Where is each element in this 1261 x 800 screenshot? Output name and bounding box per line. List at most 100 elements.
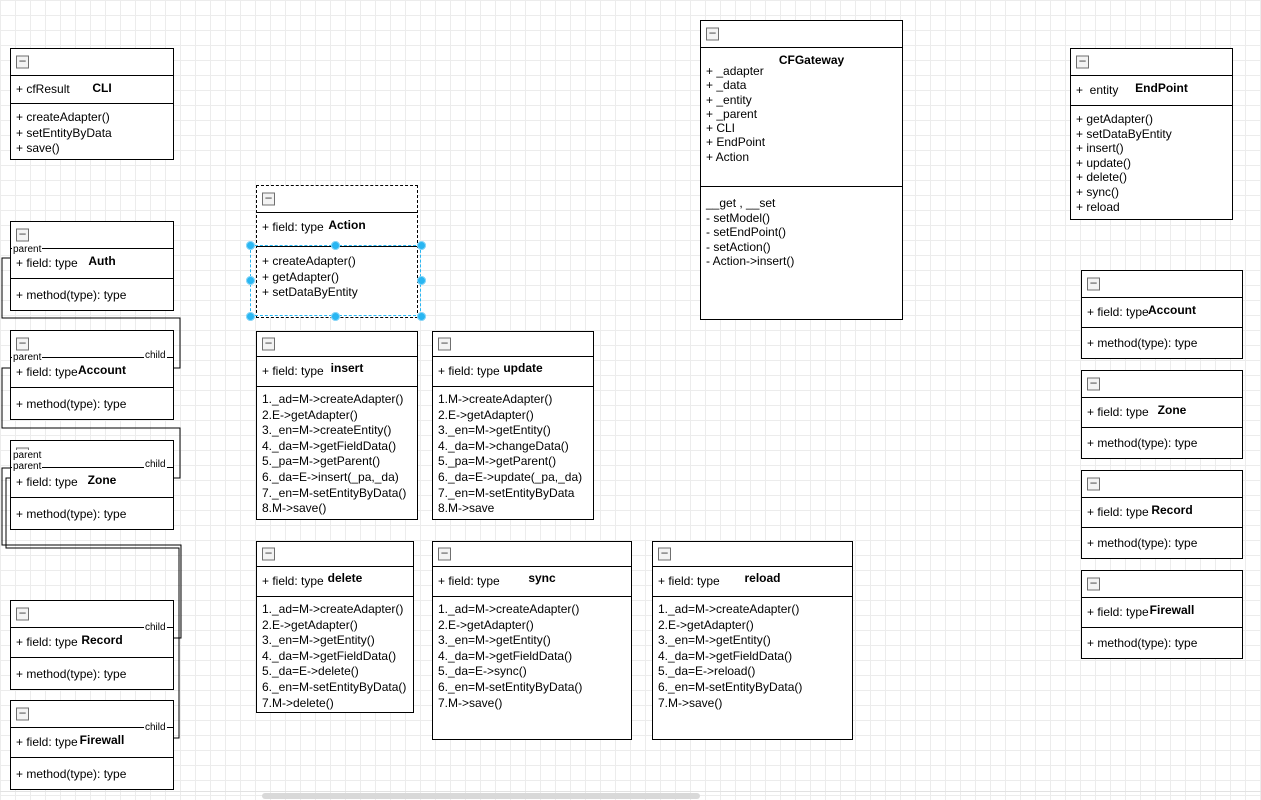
class-box-insert[interactable]: −insert + field: type 1._ad=M->createAda… xyxy=(256,331,418,520)
class-box-zone-right[interactable]: −Zone + field: type + method(type): type xyxy=(1081,370,1243,459)
zone-right-title-bar[interactable]: −Zone xyxy=(1082,371,1242,417)
cli-fields-section[interactable]: + cfResult xyxy=(11,75,173,103)
connector-account-zone[interactable] xyxy=(1,367,181,479)
zone-left-fields-section[interactable]: + field: type xyxy=(11,467,173,497)
collapse-icon[interactable]: − xyxy=(1087,277,1100,291)
class-box-cfgateway[interactable]: −CFGateway + _adapter+ _data+ _entity+ _… xyxy=(700,20,903,320)
collapse-icon[interactable]: − xyxy=(262,192,275,206)
reload-title-bar[interactable]: −reload xyxy=(653,542,852,585)
auth-fields-section[interactable]: + field: type xyxy=(11,248,173,278)
edge-label-account-child[interactable]: child xyxy=(144,350,167,361)
cfgateway-methods-section[interactable]: __get , __set- setModel()- setEndPoint()… xyxy=(701,186,902,319)
horizontal-scrollbar-thumb[interactable] xyxy=(262,793,700,799)
insert-title-bar[interactable]: −insert xyxy=(257,332,417,375)
class-box-sync[interactable]: −sync + field: type 1._ad=M->createAdapt… xyxy=(432,541,632,740)
firewall-right-fields-section[interactable]: + field: type xyxy=(1082,597,1242,627)
zone-left-methods-section[interactable]: + method(type): type xyxy=(11,497,173,529)
collapse-icon[interactable]: − xyxy=(16,337,29,351)
collapse-icon[interactable]: − xyxy=(1087,377,1100,391)
update-title-bar[interactable]: −update xyxy=(433,332,593,375)
endpoint-title-bar[interactable]: −EndPoint xyxy=(1071,49,1232,95)
update-methods-section[interactable]: 1.M->createAdapter()2.E->getAdapter()3._… xyxy=(433,386,593,519)
selection-handle-s[interactable] xyxy=(331,311,340,321)
collapse-icon[interactable]: − xyxy=(16,707,29,721)
sync-fields-section[interactable]: + field: type xyxy=(433,566,631,596)
endpoint-methods-section[interactable]: + getAdapter()+ setDataByEntity+ insert(… xyxy=(1071,105,1232,219)
zone-right-fields-section[interactable]: + field: type xyxy=(1082,397,1242,427)
edge-label-firewall-child[interactable]: child xyxy=(144,722,167,733)
class-box-action[interactable]: −Action + field: type + createAdapter()+… xyxy=(256,185,418,318)
auth-methods-section[interactable]: + method(type): type xyxy=(11,278,173,310)
delete-methods-section[interactable]: 1._ad=M->createAdapter()2.E->getAdapter(… xyxy=(257,596,413,712)
class-box-record-right[interactable]: −Record + field: type + method(type): ty… xyxy=(1081,470,1243,559)
cfgateway-title-bar[interactable]: −CFGateway xyxy=(701,21,902,67)
reload-methods-section[interactable]: 1._ad=M->createAdapter()2.E->getAdapter(… xyxy=(653,596,852,739)
connector-auth-account[interactable] xyxy=(1,257,181,369)
selection-handle-e[interactable] xyxy=(416,276,426,285)
firewall-right-methods-section[interactable]: + method(type): type xyxy=(1082,627,1242,658)
collapse-icon[interactable]: − xyxy=(1087,477,1100,491)
selection-handle-n[interactable] xyxy=(331,240,340,250)
class-box-firewall-right[interactable]: −Firewall + field: type + method(type): … xyxy=(1081,570,1243,659)
connector-zone-firewall[interactable] xyxy=(5,477,180,739)
collapse-icon[interactable]: − xyxy=(16,607,29,621)
collapse-icon[interactable]: − xyxy=(438,547,451,561)
edge-label-zone-parent-2[interactable]: parent xyxy=(12,461,43,472)
class-box-account-left[interactable]: −Account + field: type + method(type): t… xyxy=(10,330,174,420)
account-right-methods-section[interactable]: + method(type): type xyxy=(1082,327,1242,358)
collapse-icon[interactable]: − xyxy=(262,547,275,561)
selection-handle-sw[interactable] xyxy=(245,311,255,321)
class-box-endpoint[interactable]: −EndPoint + entity + getAdapter()+ setDa… xyxy=(1070,48,1233,220)
sync-methods-section[interactable]: 1._ad=M->createAdapter()2.E->getAdapter(… xyxy=(433,596,631,739)
endpoint-fields-section[interactable]: + entity xyxy=(1071,75,1232,105)
action-methods-section[interactable]: + createAdapter()+ getAdapter()+ setData… xyxy=(257,246,417,317)
zone-right-methods-section[interactable]: + method(type): type xyxy=(1082,427,1242,458)
selection-handle-se[interactable] xyxy=(416,311,426,321)
account-left-methods-section[interactable]: + method(type): type xyxy=(11,387,173,419)
record-left-fields-section[interactable]: + field: type xyxy=(11,627,173,657)
edge-label-account-parent[interactable]: parent xyxy=(12,352,43,363)
record-right-methods-section[interactable]: + method(type): type xyxy=(1082,527,1242,558)
class-box-firewall-left[interactable]: −Firewall + field: type + method(type): … xyxy=(10,700,174,790)
delete-title-bar[interactable]: −delete xyxy=(257,542,413,585)
edge-label-zone-child[interactable]: child xyxy=(144,459,167,470)
collapse-icon[interactable]: − xyxy=(438,337,451,351)
account-left-title-bar[interactable]: −Account xyxy=(11,331,173,377)
cfgateway-fields-section[interactable]: + _adapter+ _data+ _entity+ _parent+ CLI… xyxy=(701,47,902,186)
record-left-title-bar[interactable]: −Record xyxy=(11,601,173,647)
firewall-right-title-bar[interactable]: −Firewall xyxy=(1082,571,1242,617)
class-box-reload[interactable]: −reload + field: type 1._ad=M->createAda… xyxy=(652,541,853,740)
collapse-icon[interactable]: − xyxy=(262,337,275,351)
insert-methods-section[interactable]: 1._ad=M->createAdapter()2.E->getAdapter(… xyxy=(257,386,417,519)
selection-handle-nw[interactable] xyxy=(245,240,255,250)
account-right-title-bar[interactable]: −Account xyxy=(1082,271,1242,317)
firewall-left-methods-section[interactable]: + method(type): type xyxy=(11,757,173,789)
reload-fields-section[interactable]: + field: type xyxy=(653,566,852,596)
selection-handle-ne[interactable] xyxy=(416,240,426,250)
class-box-account-right[interactable]: −Account + field: type + method(type): t… xyxy=(1081,270,1243,359)
firewall-left-title-bar[interactable]: −Firewall xyxy=(11,701,173,747)
update-fields-section[interactable]: + field: type xyxy=(433,356,593,386)
collapse-icon[interactable]: − xyxy=(16,228,29,242)
record-right-fields-section[interactable]: + field: type xyxy=(1082,497,1242,527)
collapse-icon[interactable]: − xyxy=(658,547,671,561)
action-title-bar[interactable]: −Action xyxy=(257,186,417,232)
collapse-icon[interactable]: − xyxy=(16,55,29,69)
collapse-icon[interactable]: − xyxy=(706,27,719,41)
class-box-delete[interactable]: −delete + field: type 1._ad=M->createAda… xyxy=(256,541,414,713)
edge-label-auth-parent[interactable]: parent xyxy=(12,244,43,255)
class-box-update[interactable]: −update + field: type 1.M->createAdapter… xyxy=(432,331,594,520)
class-box-cli[interactable]: −CLI + cfResult + createAdapter()+ setEn… xyxy=(10,48,174,160)
sync-title-bar[interactable]: −sync xyxy=(433,542,631,585)
edge-label-zone-parent-1[interactable]: parent xyxy=(12,450,43,461)
collapse-icon[interactable]: − xyxy=(1087,577,1100,591)
delete-fields-section[interactable]: + field: type xyxy=(257,566,413,596)
edge-label-record-child[interactable]: child xyxy=(144,622,167,633)
cli-title-bar[interactable]: −CLI xyxy=(11,49,173,95)
firewall-left-fields-section[interactable]: + field: type xyxy=(11,727,173,757)
record-right-title-bar[interactable]: −Record xyxy=(1082,471,1242,517)
class-box-auth[interactable]: −Auth + field: type + method(type): type xyxy=(10,221,174,311)
action-fields-section[interactable]: + field: type xyxy=(257,212,417,246)
selection-handle-w[interactable] xyxy=(245,276,255,285)
